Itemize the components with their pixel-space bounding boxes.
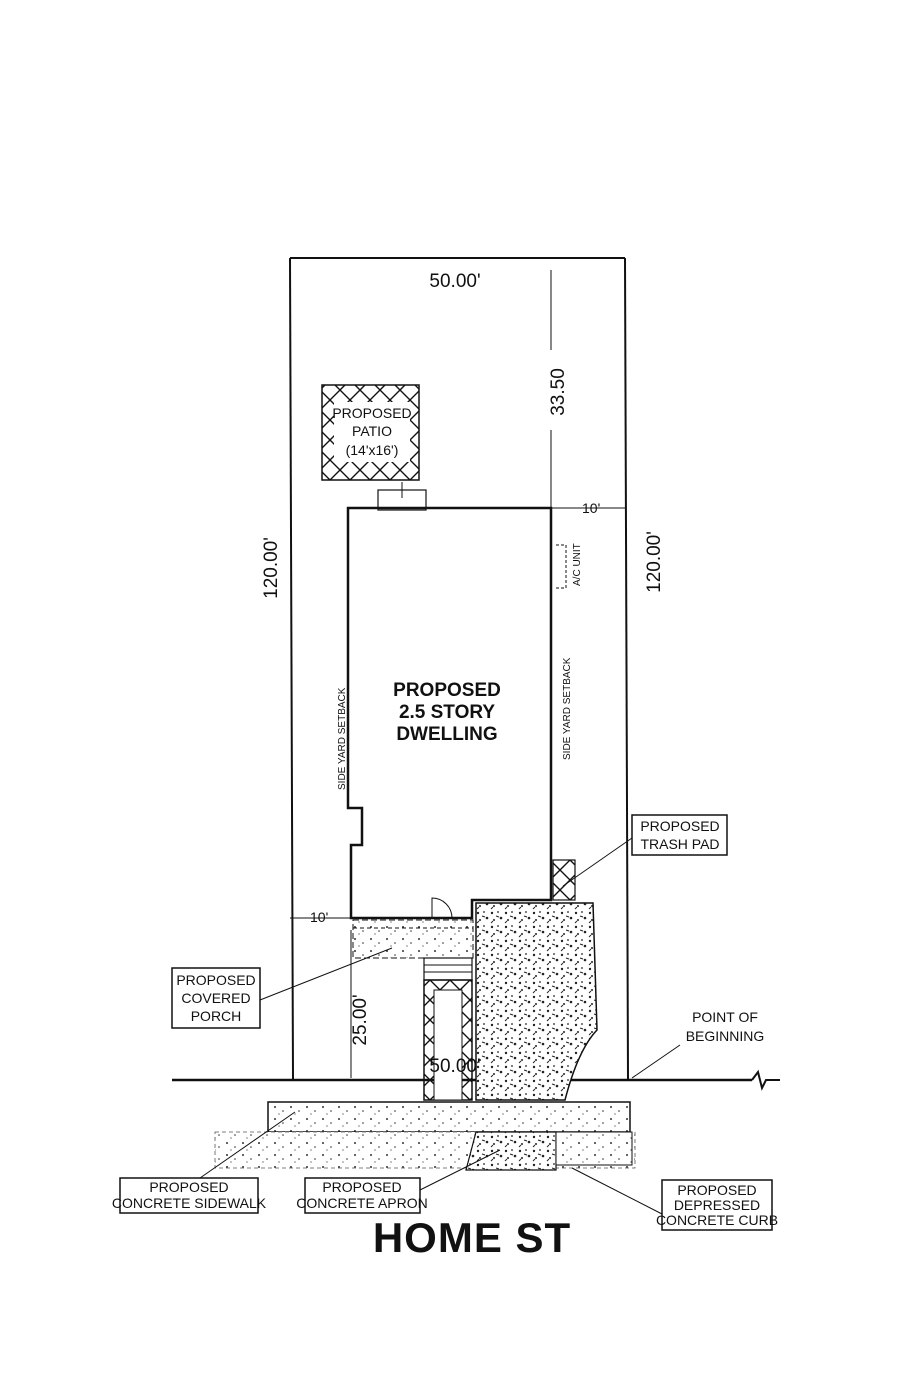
walkway	[423, 979, 473, 1101]
concrete-apron	[465, 1131, 557, 1171]
right-side-yard-setback-label: SIDE YARD SETBACK	[562, 657, 573, 760]
svg-text:25.00': 25.00'	[350, 994, 371, 1045]
lot-right-dimension: 120.00'	[644, 531, 665, 593]
covered-porch	[352, 919, 474, 981]
dwelling-label-3: DWELLING	[396, 724, 497, 745]
concrete-sidewalk-callout: PROPOSED CONCRETE SIDEWALK	[112, 1111, 296, 1214]
driveway	[475, 902, 598, 1101]
svg-text:PROPOSED: PROPOSED	[640, 818, 719, 834]
svg-text:PROPOSED: PROPOSED	[677, 1182, 756, 1198]
lot-left-dimension: 120.00'	[261, 537, 282, 599]
svg-text:DEPRESSED: DEPRESSED	[674, 1197, 760, 1213]
concrete-sidewalk	[267, 1101, 631, 1133]
svg-text:POINT OF: POINT OF	[692, 1009, 758, 1025]
left-side-setback-dimension: 10'	[290, 909, 351, 925]
proposed-patio: PROPOSED PATIO (14'x16')	[321, 384, 427, 511]
front-setback-dimension: 25.00'	[350, 930, 371, 1078]
street-name: HOME ST	[373, 1214, 571, 1261]
patio-label-1: PROPOSED	[332, 405, 411, 421]
svg-text:BEGINNING: BEGINNING	[686, 1028, 765, 1044]
svg-text:10': 10'	[310, 909, 328, 925]
rear-setback-dimension: 33.50	[548, 270, 569, 508]
lot-bottom-dimension: 50.00'	[429, 1056, 480, 1077]
svg-text:TRASH PAD: TRASH PAD	[640, 836, 719, 852]
svg-text:10': 10'	[582, 500, 600, 516]
left-side-yard-setback-label: SIDE YARD SETBACK	[337, 687, 348, 790]
trash-pad-callout: PROPOSED TRASH PAD	[562, 814, 728, 887]
svg-text:PROPOSED: PROPOSED	[149, 1179, 228, 1195]
svg-text:PROPOSED: PROPOSED	[176, 972, 255, 988]
depressed-curb	[555, 1131, 633, 1166]
svg-text:COVERED: COVERED	[181, 990, 250, 1006]
patio-label-3: (14'x16')	[346, 442, 399, 458]
proposed-dwelling: PROPOSED 2.5 STORY DWELLING	[346, 506, 553, 920]
patio-label-2: PATIO	[352, 423, 392, 439]
svg-text:A/C UNIT: A/C UNIT	[572, 543, 583, 586]
dwelling-label-2: 2.5 STORY	[399, 702, 495, 723]
depressed-curb-callout: PROPOSED DEPRESSED CONCRETE CURB	[571, 1167, 778, 1231]
trash-pad	[552, 859, 576, 901]
svg-text:CONCRETE CURB: CONCRETE CURB	[656, 1212, 778, 1228]
lot-top-dimension: 50.00'	[429, 271, 480, 292]
svg-text:PORCH: PORCH	[191, 1008, 242, 1024]
dwelling-label-1: PROPOSED	[393, 680, 501, 701]
svg-text:PROPOSED: PROPOSED	[322, 1179, 401, 1195]
covered-porch-callout: PROPOSED COVERED PORCH	[171, 947, 393, 1029]
right-side-setback-dimension: 10'	[551, 500, 625, 516]
svg-text:33.50: 33.50	[548, 368, 569, 416]
point-of-beginning-callout: POINT OF BEGINNING	[631, 1009, 765, 1079]
svg-text:CONCRETE APRON: CONCRETE APRON	[296, 1195, 427, 1211]
ac-unit: A/C UNIT	[556, 543, 583, 589]
concrete-apron-callout: PROPOSED CONCRETE APRON	[296, 1149, 501, 1214]
svg-text:CONCRETE SIDEWALK: CONCRETE SIDEWALK	[112, 1195, 267, 1211]
